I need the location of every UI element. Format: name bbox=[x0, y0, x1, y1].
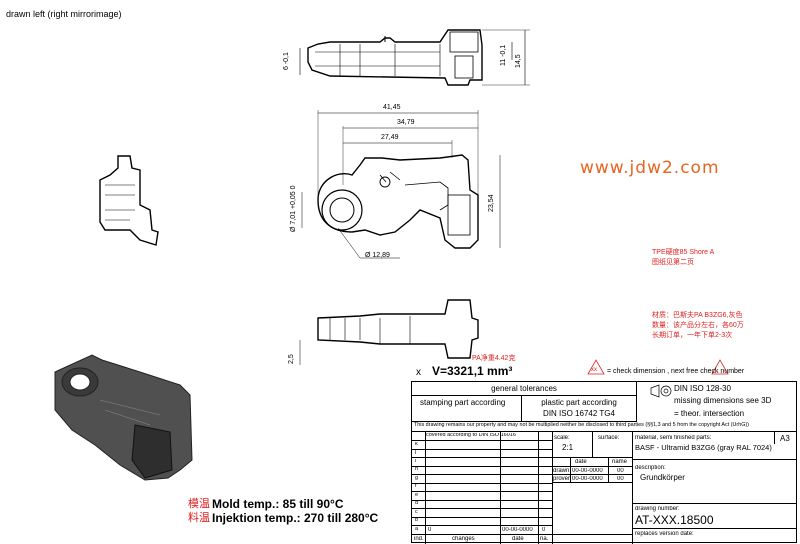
revision-index-d: d bbox=[415, 501, 419, 506]
note-material: 材质：巴斯夫PA B3ZG6,灰色 bbox=[652, 312, 743, 319]
volume-label: V=3321,1 mm³ bbox=[432, 364, 513, 378]
revision-index-k: k bbox=[415, 441, 418, 447]
revision-index-h: h bbox=[415, 467, 419, 472]
mold-cn-1: 模温 bbox=[188, 498, 210, 510]
dim-top-6: 6 -0,1 bbox=[283, 52, 290, 70]
title-block: general tolerances stamping part accordi… bbox=[411, 381, 797, 544]
drawn-name: 00 bbox=[617, 468, 624, 474]
description-value: Grundkörper bbox=[640, 474, 685, 482]
note-quantity: 数量：该产品分左右，各60万 bbox=[652, 322, 744, 329]
revision-table bbox=[412, 432, 553, 544]
date-label: date bbox=[575, 459, 587, 465]
check-note: = check dimension , next free check numb… bbox=[607, 368, 745, 375]
revision-index-i: i bbox=[415, 458, 417, 464]
name-label: name bbox=[612, 459, 628, 465]
dim-23-54: 23,54 bbox=[488, 194, 495, 212]
dim-dia-7-01: Ø 7,01 +0,05 0 bbox=[290, 185, 297, 232]
plastic-according-line1: plastic part according bbox=[541, 398, 617, 407]
top-view bbox=[299, 29, 530, 86]
dim-top-14-5: 14,5 bbox=[515, 54, 522, 68]
replaces-version: replaces version date: bbox=[635, 531, 694, 537]
prover-name: 00 bbox=[617, 476, 624, 482]
front-view bbox=[301, 110, 501, 259]
check-symbol: xx bbox=[591, 367, 597, 373]
property-notice: This drawing remains our property and ma… bbox=[412, 422, 796, 432]
dim-34-79: 34,79 bbox=[397, 119, 415, 126]
revision-index-g: g bbox=[415, 475, 419, 481]
material-value: BASF - Ultramid B3ZG6 (gray RAL 7024) bbox=[635, 444, 772, 452]
watermark-url: www.jdw2.com bbox=[580, 158, 720, 178]
material-label: material, semi finished parts: bbox=[635, 435, 712, 441]
revision-index-f: f bbox=[415, 484, 417, 489]
note-net-weight: PA净重4.42克 bbox=[472, 355, 516, 362]
covered-din: covered according to DIN ISO 16016 bbox=[426, 433, 516, 438]
dim-27-49: 27,49 bbox=[381, 134, 399, 141]
mold-cn-2: 料温 bbox=[188, 512, 210, 524]
mold-temp: Mold temp.: 85 till 90°C bbox=[212, 497, 344, 511]
dim-top-11: 11 -0,1 bbox=[500, 44, 507, 66]
surface-label: surface: bbox=[598, 435, 620, 441]
scale-value: 2:1 bbox=[562, 444, 574, 452]
col-ind: ind. bbox=[414, 536, 424, 542]
col-na: na. bbox=[540, 536, 549, 542]
side-view-left bbox=[99, 155, 159, 246]
drawing-number-label: drawing number: bbox=[635, 506, 680, 512]
ind-0-na: 0 bbox=[542, 527, 546, 533]
theor-intersection: = theor. intersection bbox=[674, 410, 745, 418]
ind-0-date: 00-00-0000 bbox=[502, 527, 533, 533]
drawn-date: 00-00-0000 bbox=[572, 468, 603, 474]
col-changes: changes bbox=[452, 536, 475, 542]
bottom-view bbox=[299, 299, 479, 365]
plastic-according: plastic part according DIN ISO 16742 TG4 bbox=[522, 396, 637, 422]
prover-label: prover bbox=[553, 476, 571, 482]
scale-label: scale: bbox=[554, 435, 570, 441]
description-label: description: bbox=[635, 465, 666, 471]
note-order: 长期订单，一年下单2-3次 bbox=[652, 332, 733, 339]
stamping-according: stamping part according bbox=[412, 396, 522, 422]
revision-index-b: b bbox=[415, 518, 419, 523]
revision-index-e: e bbox=[415, 492, 419, 498]
note-tpe: TPE硬度85 Shore A bbox=[652, 249, 715, 256]
plastic-according-line2: DIN ISO 16742 TG4 bbox=[543, 409, 615, 418]
missing-dimensions: missing dimensions see 3D bbox=[674, 397, 772, 405]
revision-index-j: j bbox=[415, 450, 417, 455]
injection-temp: Injektion temp.: 270 till 280°C bbox=[212, 511, 379, 525]
revision-index-a: a bbox=[415, 526, 419, 532]
general-tolerances: general tolerances bbox=[412, 382, 637, 396]
revision-index-c: c bbox=[415, 509, 418, 515]
col-date: date bbox=[512, 536, 524, 542]
iso-render bbox=[54, 354, 193, 481]
drawing-number: AT-XXX.18500 bbox=[635, 514, 714, 526]
ind-0: 0 bbox=[428, 527, 432, 533]
drawn-label: drawn bbox=[553, 468, 570, 474]
dim-41-45: 41,45 bbox=[383, 104, 401, 111]
note-tpe-2: 图纸见第二页 bbox=[652, 259, 694, 266]
format-size: A3 bbox=[780, 435, 790, 443]
prover-date: 00-00-0000 bbox=[572, 476, 603, 482]
dim-2-5: 2,5 bbox=[288, 354, 295, 364]
view-note: drawn left (right mirrorimage) bbox=[6, 9, 122, 19]
dim-dia-12-89: Ø 12,89 bbox=[365, 252, 390, 259]
iso-standard: DIN ISO 128-30 bbox=[674, 385, 731, 393]
volume-x: x bbox=[416, 367, 421, 378]
